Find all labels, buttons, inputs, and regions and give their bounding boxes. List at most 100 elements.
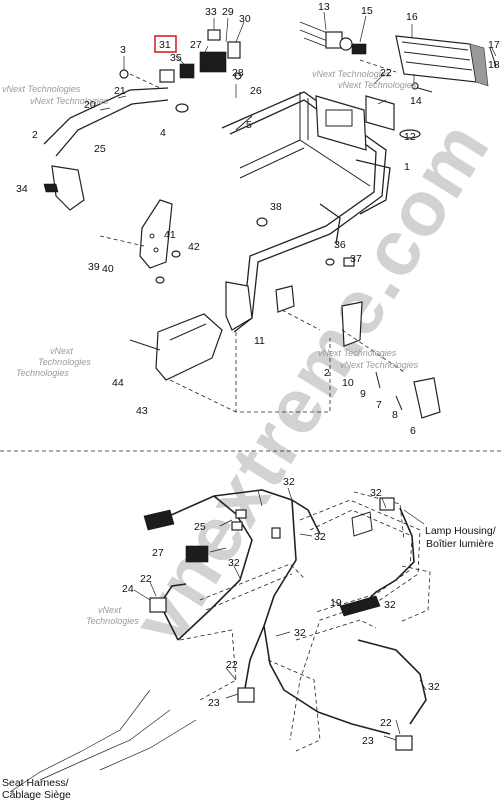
- callout-25[interactable]: 25: [194, 521, 206, 533]
- lamp-housing-label-en: Lamp Housing/: [425, 525, 496, 537]
- callout-32[interactable]: 32: [370, 487, 382, 499]
- frame-leg: [319, 203, 341, 245]
- callout-10[interactable]: 10: [342, 377, 354, 389]
- callout-32[interactable]: 32: [314, 531, 326, 543]
- clip-11: [275, 285, 295, 313]
- harness-branch-right: [363, 507, 415, 605]
- callout-18[interactable]: 18: [488, 59, 500, 71]
- callout-22[interactable]: 22: [380, 717, 392, 729]
- upper-exploded-view: vNext Technologies vNext Technologies vN…: [2, 1, 500, 437]
- relay-27: [185, 545, 209, 563]
- callouts-bottom: 32 32 25 32 27 32 22 24 19 32 32 22 23 3…: [122, 476, 440, 747]
- watermark-small: vNext Technologies: [2, 84, 81, 94]
- callout-3[interactable]: 3: [120, 44, 126, 56]
- wiring-harness-view: vNext Technologies 32 32 25 32 27 32 22 …: [2, 476, 496, 801]
- callout-28[interactable]: 28: [232, 67, 244, 79]
- harness-main: [159, 489, 391, 735]
- callout-24[interactable]: 24: [122, 583, 134, 595]
- callout-36[interactable]: 36: [334, 239, 346, 251]
- callout-22[interactable]: 22: [140, 573, 152, 585]
- callout-32[interactable]: 32: [384, 599, 396, 611]
- seat-harness-label-en: Seat Harness/: [2, 777, 69, 789]
- callout-12[interactable]: 12: [404, 131, 416, 143]
- callout-32[interactable]: 32: [228, 557, 240, 569]
- callout-1[interactable]: 1: [404, 161, 410, 173]
- watermark-small: Technologies: [16, 368, 69, 378]
- watermark-small: vNext: [50, 346, 74, 356]
- handle-cap: [43, 183, 59, 193]
- callout-32[interactable]: 32: [294, 627, 306, 639]
- connector-23a: [237, 687, 255, 703]
- callout-6[interactable]: 6: [410, 425, 416, 437]
- callout-27[interactable]: 27: [190, 39, 202, 51]
- callout-21[interactable]: 21: [114, 85, 126, 97]
- callout-13[interactable]: 13: [318, 1, 330, 13]
- socket-19: [339, 595, 381, 617]
- callout-29[interactable]: 29: [222, 6, 234, 18]
- highlight-box: [154, 35, 177, 53]
- frame-cross-bar: [239, 139, 301, 169]
- watermark-small: vNext Technologies: [340, 360, 419, 370]
- callout-22[interactable]: 22: [380, 67, 392, 79]
- bracket-10: [341, 301, 363, 347]
- callout-38[interactable]: 38: [270, 201, 282, 213]
- callout-37[interactable]: 37: [350, 253, 362, 265]
- callout-34[interactable]: 34: [16, 183, 28, 195]
- callout-23[interactable]: 23: [208, 697, 220, 709]
- callout-11[interactable]: 11: [254, 335, 265, 347]
- watermark-small: vNext Technologies: [338, 80, 417, 90]
- callout-39[interactable]: 39: [88, 261, 100, 273]
- callout-22[interactable]: 22: [226, 659, 238, 671]
- callout-14[interactable]: 14: [410, 95, 422, 107]
- callout-44[interactable]: 44: [112, 377, 124, 389]
- callout-33[interactable]: 33: [205, 6, 217, 18]
- frame-outline-inner: [229, 99, 377, 315]
- callout-16[interactable]: 16: [406, 11, 418, 23]
- grab-handle-top: [43, 87, 169, 145]
- callout-42[interactable]: 42: [188, 241, 200, 253]
- callout-17[interactable]: 17: [488, 39, 500, 51]
- frame-cross-bar-2: [239, 147, 305, 179]
- callout-19[interactable]: 19: [330, 597, 342, 609]
- latch-6: [413, 377, 441, 419]
- watermark-large: vnextreme.com: [115, 105, 504, 659]
- callout-43[interactable]: 43: [136, 405, 148, 417]
- watermark-small: vNext: [98, 605, 122, 615]
- watermark-small: vNext Technologies: [30, 96, 109, 106]
- callout-4[interactable]: 4: [160, 127, 166, 139]
- callout-23[interactable]: 23: [362, 735, 374, 747]
- watermark-small: vNext Technologies: [312, 69, 391, 79]
- callout-30[interactable]: 30: [239, 13, 251, 25]
- callout-40[interactable]: 40: [102, 263, 114, 275]
- watermark-small: Technologies: [38, 357, 91, 367]
- callout-2[interactable]: 2: [32, 129, 38, 141]
- lamp-housing-small: [365, 95, 395, 131]
- callout-2-lower[interactable]: 2: [324, 367, 330, 379]
- callout-5[interactable]: 5: [246, 119, 252, 131]
- callout-35[interactable]: 35: [170, 52, 182, 64]
- callout-25[interactable]: 25: [94, 143, 106, 155]
- connector-24: [149, 597, 167, 613]
- callout-9[interactable]: 9: [360, 388, 366, 400]
- frame-side-loop: [355, 159, 391, 215]
- connector-23b: [395, 735, 413, 751]
- backrest-pad: [155, 313, 223, 381]
- callout-8[interactable]: 8: [392, 409, 398, 421]
- callout-31[interactable]: 31: [159, 39, 171, 51]
- callout-20[interactable]: 20: [84, 99, 96, 111]
- lamp-housing-label-fr: Boîtier lumière: [426, 538, 494, 550]
- callout-32[interactable]: 32: [283, 476, 295, 488]
- side-bracket: [139, 199, 173, 269]
- switch-body: [199, 51, 227, 73]
- seat-harness-label-fr: Câblage Siège: [2, 789, 71, 800]
- grab-handle-bottom: [55, 99, 169, 157]
- callout-27[interactable]: 27: [152, 547, 164, 559]
- callout-26[interactable]: 26: [250, 85, 262, 97]
- callout-41[interactable]: 41: [164, 229, 176, 241]
- connector-plug: [143, 509, 175, 531]
- callout-32[interactable]: 32: [428, 681, 440, 693]
- callout-7[interactable]: 7: [376, 399, 382, 411]
- rear-bracket: [225, 281, 253, 331]
- callout-15[interactable]: 15: [361, 5, 373, 17]
